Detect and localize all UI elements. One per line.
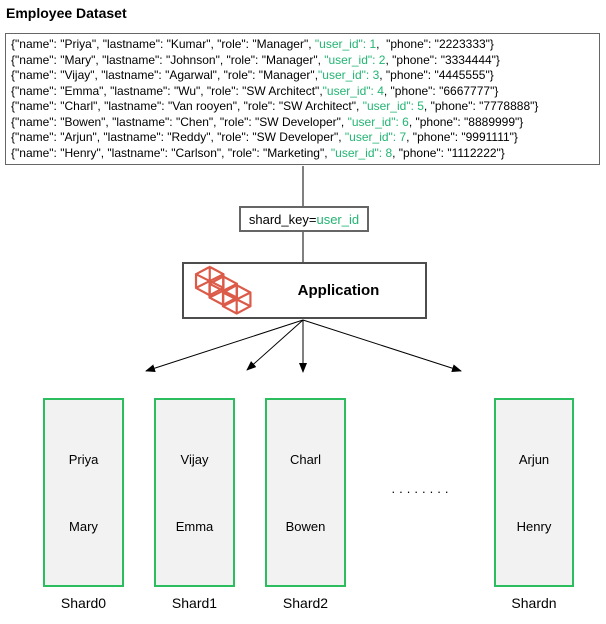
record-user-id: "user_id": 1 bbox=[314, 37, 377, 51]
shard1-box: Vijay Emma bbox=[154, 398, 235, 587]
dataset-record: {"name": "Henry", "lastname": "Carlson",… bbox=[11, 146, 599, 162]
record-user-id: "user_id": 7 bbox=[344, 130, 407, 144]
dataset-record: {"name": "Charl", "lastname": "Van rooye… bbox=[11, 99, 599, 115]
shard-resident-name: Emma bbox=[175, 519, 214, 534]
shardn-label: Shardn bbox=[511, 595, 557, 611]
shard2-label: Shard2 bbox=[282, 595, 329, 611]
arrow-to-shard0 bbox=[145, 319, 304, 373]
record-text-pre: {"name": "Priya", "lastname": "Kumar", "… bbox=[11, 37, 315, 51]
dataset-record: {"name": "Mary", "lastname": "Johnson", … bbox=[11, 53, 599, 69]
record-text-post: , "phone": "8889999"} bbox=[408, 114, 524, 129]
record-text-post: , "phone": "1112222"} bbox=[392, 145, 505, 160]
shard2-box: Charl Bowen bbox=[265, 398, 346, 587]
record-text-pre: {"name": "Charl", "lastname": "Van rooye… bbox=[11, 99, 363, 113]
record-text-pre: {"name": "Emma", "lastname": "Wu", "role… bbox=[11, 83, 323, 98]
shard-key-box: shard_key=user_id bbox=[239, 206, 369, 232]
record-user-id: "user_id": 8 bbox=[330, 145, 393, 160]
record-text-post: , "phone": "7778888"} bbox=[423, 99, 539, 113]
dataset-record: {"name": "Arjun", "lastname": "Reddy", "… bbox=[11, 130, 599, 146]
record-user-id: "user_id": 6 bbox=[347, 114, 409, 129]
shard-resident-name: Priya bbox=[68, 452, 99, 467]
arrow-to-shard1 bbox=[246, 319, 304, 371]
shard-resident-name: Henry bbox=[516, 519, 552, 534]
record-text-post: , "phone": "4445555"} bbox=[379, 68, 494, 82]
record-text-pre: {"name": "Arjun", "lastname": "Reddy", "… bbox=[11, 130, 345, 144]
dataset-record: {"name": "Vijay", "lastname": "Agarwal",… bbox=[11, 68, 599, 84]
record-user-id: "user_id": 4 bbox=[322, 83, 384, 98]
ellipsis-more-shards: ........ bbox=[391, 481, 453, 496]
shard1-label: Shard1 bbox=[171, 595, 218, 611]
record-text-post: , "phone": "9991111"} bbox=[406, 130, 518, 144]
shard-resident-name: Mary bbox=[69, 519, 98, 534]
record-user-id: "user_id": 2 bbox=[324, 52, 386, 67]
record-text-post: , "phone": "6667777"} bbox=[383, 83, 499, 98]
shardn-box: Arjun Henry bbox=[494, 398, 574, 587]
arrow-to-shardn bbox=[302, 319, 462, 373]
dataset-record: {"name": "Bowen", "lastname": "Chen", "r… bbox=[11, 115, 599, 131]
page-title: Employee Dataset bbox=[6, 5, 127, 21]
employee-dataset-box: {"name": "Priya", "lastname": "Kumar", "… bbox=[5, 33, 600, 165]
record-text-post: , "phone": "2223333"} bbox=[376, 37, 494, 51]
application-box: Application bbox=[182, 262, 427, 319]
dataset-record: {"name": "Priya", "lastname": "Kumar", "… bbox=[11, 37, 599, 53]
shard-key-value: user_id bbox=[316, 211, 360, 227]
shard-resident-name: Charl bbox=[289, 452, 322, 467]
shard-resident-name: Bowen bbox=[285, 519, 326, 534]
record-text-post: , "phone": "3334444"} bbox=[385, 52, 500, 67]
application-label: Application bbox=[297, 282, 380, 299]
shard-key-label: shard_key= bbox=[248, 211, 317, 227]
shard-resident-name: Arjun bbox=[518, 452, 550, 467]
record-user-id: "user_id": 3 bbox=[318, 68, 380, 82]
dataset-record: {"name": "Emma", "lastname": "Wu", "role… bbox=[11, 84, 599, 100]
shard0-box: Priya Mary bbox=[43, 398, 124, 587]
shard-resident-name: Vijay bbox=[180, 452, 209, 467]
record-text-pre: {"name": "Mary", "lastname": "Johnson", … bbox=[11, 52, 325, 67]
record-text-pre: {"name": "Bowen", "lastname": "Chen", "r… bbox=[11, 114, 348, 129]
record-text-pre: {"name": "Vijay", "lastname": "Agarwal",… bbox=[11, 68, 319, 82]
record-user-id: "user_id": 5 bbox=[362, 99, 424, 113]
application-cubes-icon bbox=[194, 265, 252, 315]
record-text-pre: {"name": "Henry", "lastname": "Carlson",… bbox=[11, 145, 331, 160]
shard0-label: Shard0 bbox=[60, 595, 107, 611]
